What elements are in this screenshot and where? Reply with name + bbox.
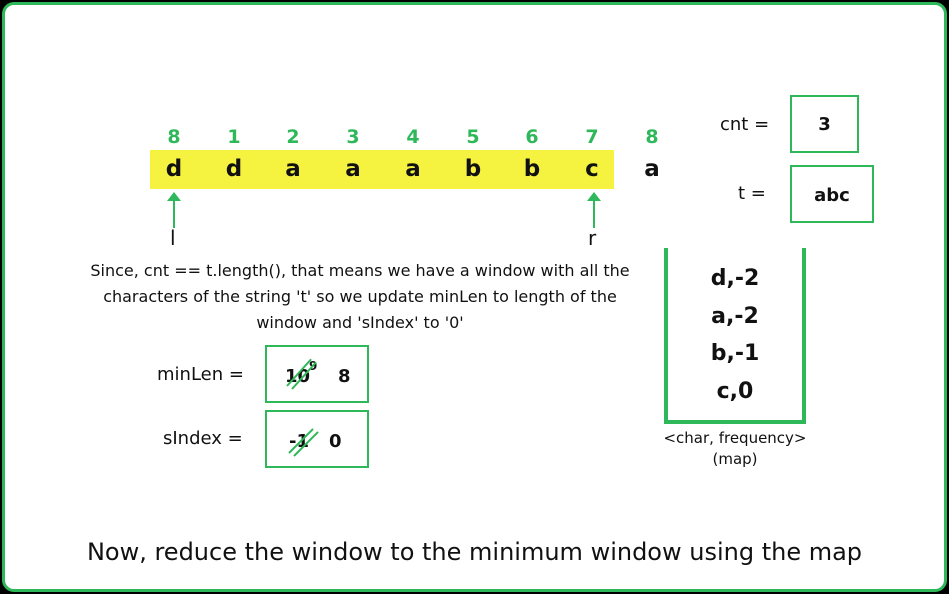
map-entry: b,-1	[710, 341, 760, 366]
index-label: 6	[525, 126, 539, 148]
minlen-box: 10 9 8	[265, 345, 369, 403]
index-label: 7	[585, 126, 599, 148]
string-char: d	[225, 156, 243, 182]
explanation-text: Since, cnt == t.length(), that means we …	[90, 261, 630, 332]
string-char: d	[165, 156, 183, 182]
sindex-new-value: 0	[329, 431, 342, 452]
left-pointer-arrow-icon	[167, 192, 181, 228]
t-value: abc	[814, 185, 850, 206]
map-caption-title: <char, frequency>	[663, 429, 807, 447]
sindex-label: sIndex =	[163, 428, 243, 449]
frequency-map-container: d,-2 a,-2 b,-1 c,0	[664, 248, 806, 424]
sindex-box: -1 0	[265, 410, 369, 468]
t-label: t =	[738, 183, 766, 204]
minlen-new-value: 8	[338, 366, 351, 387]
index-label: 8	[167, 126, 181, 148]
index-label: 3	[346, 126, 360, 148]
string-char: b	[464, 156, 482, 182]
string-char: a	[285, 156, 301, 182]
string-char: a	[345, 156, 361, 182]
cnt-value: 3	[818, 114, 831, 135]
map-entry: c,0	[716, 379, 754, 404]
index-label: 5	[466, 126, 480, 148]
string-char: a	[644, 156, 660, 182]
map-caption: <char, frequency> (map)	[640, 428, 830, 470]
string-char: c	[585, 156, 599, 182]
string-char: b	[523, 156, 541, 182]
cnt-label: cnt =	[720, 114, 770, 135]
map-entry: a,-2	[711, 304, 759, 329]
map-entry: d,-2	[710, 266, 760, 291]
right-pointer-arrow-icon	[587, 192, 601, 228]
t-box: abc	[790, 165, 874, 223]
index-label: 1	[227, 126, 241, 148]
right-pointer-label: r	[588, 226, 597, 250]
index-label: 2	[286, 126, 300, 148]
window-highlight	[150, 150, 614, 189]
minlen-label: minLen =	[157, 364, 244, 385]
index-label: 8	[645, 126, 659, 148]
map-caption-subtitle: (map)	[712, 450, 758, 468]
string-char: a	[405, 156, 421, 182]
footer-instruction: Now, reduce the window to the minimum wi…	[86, 538, 863, 566]
cnt-box: 3	[790, 95, 859, 153]
index-label: 4	[406, 126, 420, 148]
left-pointer-label: l	[170, 226, 176, 250]
